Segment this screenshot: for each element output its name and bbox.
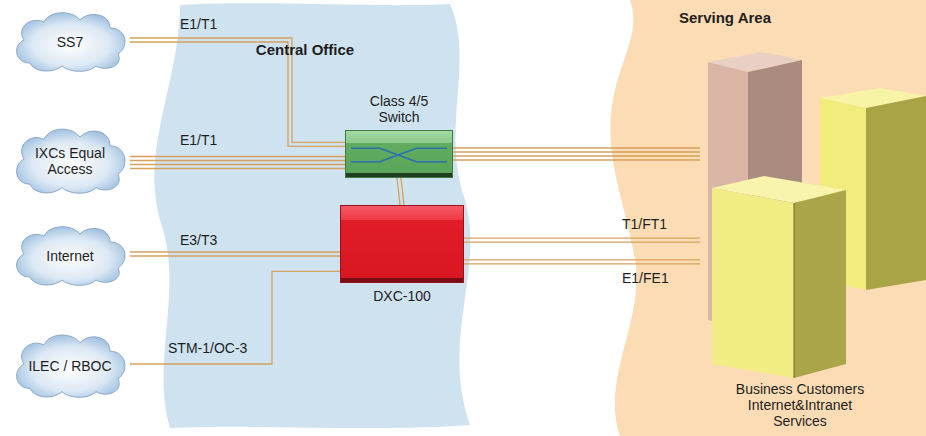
switch-crossing xyxy=(351,148,447,161)
line-label: E1/FE1 xyxy=(622,270,669,286)
cloud-label: IXCs Equal Access xyxy=(24,145,116,177)
device-label: DXC-100 xyxy=(354,288,450,304)
network-cloud: ILEC / RBOC xyxy=(10,330,130,398)
switch-label: Class 4/5 Switch xyxy=(351,93,447,125)
cloud-outline xyxy=(17,13,125,72)
line-label: E1/T1 xyxy=(180,16,217,32)
building-group: Business Customers Internet&Intranet Ser… xyxy=(700,55,900,431)
building-side xyxy=(866,96,926,290)
line-strand xyxy=(453,151,700,152)
region-outline xyxy=(610,0,926,436)
line-strand xyxy=(130,156,345,157)
line-strand xyxy=(453,147,700,148)
line-strand xyxy=(130,168,345,169)
network-cloud: Internet xyxy=(10,222,130,286)
line-strand xyxy=(130,255,340,256)
network-cloud: SS7 xyxy=(10,8,130,72)
cloud-label: SS7 xyxy=(24,34,116,50)
line-strand xyxy=(464,259,700,260)
switch-symbol xyxy=(346,131,452,177)
area-region: Central OfficeClass 4/5 SwitchDXC-100 xyxy=(140,0,480,430)
switch-box: Class 4/5 Switch xyxy=(345,130,453,178)
line-label: T1/FT1 xyxy=(622,216,667,232)
customer-label: Business Customers Internet&Intranet Ser… xyxy=(725,381,875,429)
region-heading: Central Office xyxy=(225,42,385,58)
line-strand xyxy=(453,159,700,160)
line-label: STM-1/OC-3 xyxy=(168,340,247,356)
building-edge xyxy=(794,203,795,378)
network-cloud: IXCs Equal Access xyxy=(10,124,130,194)
line-strand xyxy=(453,155,700,156)
line-label: E1/T1 xyxy=(180,132,217,148)
line-strand xyxy=(130,251,340,252)
line-label: E3/T3 xyxy=(180,232,217,248)
region-outline xyxy=(154,3,470,428)
cloud-outline xyxy=(17,227,125,286)
building-face xyxy=(712,188,794,378)
line-strand xyxy=(464,263,700,264)
cross-connect-box: DXC-100 xyxy=(340,205,464,283)
cloud-outline xyxy=(17,335,125,397)
line-strand xyxy=(130,164,345,165)
line-strand xyxy=(464,241,700,242)
cloud-label: ILEC / RBOC xyxy=(24,358,116,374)
line-strand xyxy=(130,160,345,161)
cloud-outline xyxy=(17,129,125,193)
line-strand xyxy=(464,237,700,238)
region-heading: Serving Area xyxy=(655,10,795,26)
cloud-label: Internet xyxy=(24,248,116,264)
building-side xyxy=(794,190,846,378)
